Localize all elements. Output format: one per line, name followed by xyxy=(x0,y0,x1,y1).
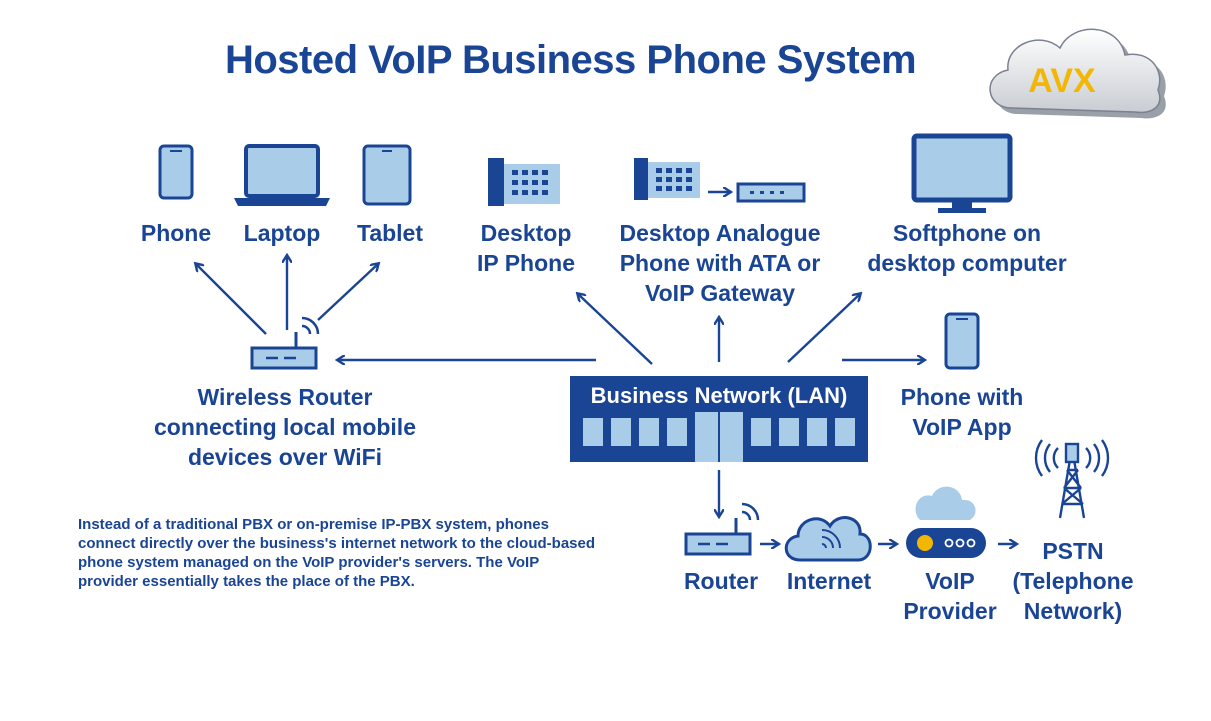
tablet-icon xyxy=(362,144,412,206)
label-router: Router xyxy=(683,568,759,594)
label-softphone: Softphone on desktop computer xyxy=(867,220,1067,276)
monitor-icon xyxy=(911,133,1013,213)
cell-tower-icon xyxy=(1034,439,1110,519)
internet-cloud-icon xyxy=(784,516,872,562)
router-icon xyxy=(684,502,760,556)
voip-provider-icon xyxy=(906,486,986,558)
laptop-icon xyxy=(234,144,330,206)
avx-logo-cloud xyxy=(989,28,1166,119)
label-analogue-phone: Desktop Analogue Phone with ATA or VoIP … xyxy=(619,220,821,306)
avx-logo-text: AVX xyxy=(1028,62,1096,100)
label-wireless-router: Wireless Router connecting local mobile … xyxy=(154,384,416,470)
phone-icon xyxy=(158,144,194,200)
lan-label: Business Network (LAN) xyxy=(590,383,848,408)
label-voip-app-phone: Phone with VoIP App xyxy=(900,384,1024,440)
lan-switch xyxy=(570,376,868,462)
label-desktop-ip-phone: Desktop IP Phone xyxy=(477,220,575,276)
label-internet: Internet xyxy=(786,568,872,594)
diagram-title: Hosted VoIP Business Phone System xyxy=(224,38,917,82)
label-laptop: Laptop xyxy=(243,220,321,246)
label-phone: Phone xyxy=(140,220,212,246)
wifi-arrows xyxy=(196,256,378,335)
label-tablet: Tablet xyxy=(356,220,424,246)
label-voip-provider: VoIP Provider xyxy=(903,568,997,624)
analogue-phone-ata-icon xyxy=(634,158,806,203)
wireless-router-icon xyxy=(250,316,320,370)
label-pstn: PSTN (Telephone Network) xyxy=(1012,538,1134,624)
explanation-note: Instead of a traditional PBX or on-premi… xyxy=(78,516,596,590)
desk-phone-icon xyxy=(488,158,560,206)
lan-arrows xyxy=(338,294,924,516)
voip-app-phone-icon xyxy=(944,312,980,370)
